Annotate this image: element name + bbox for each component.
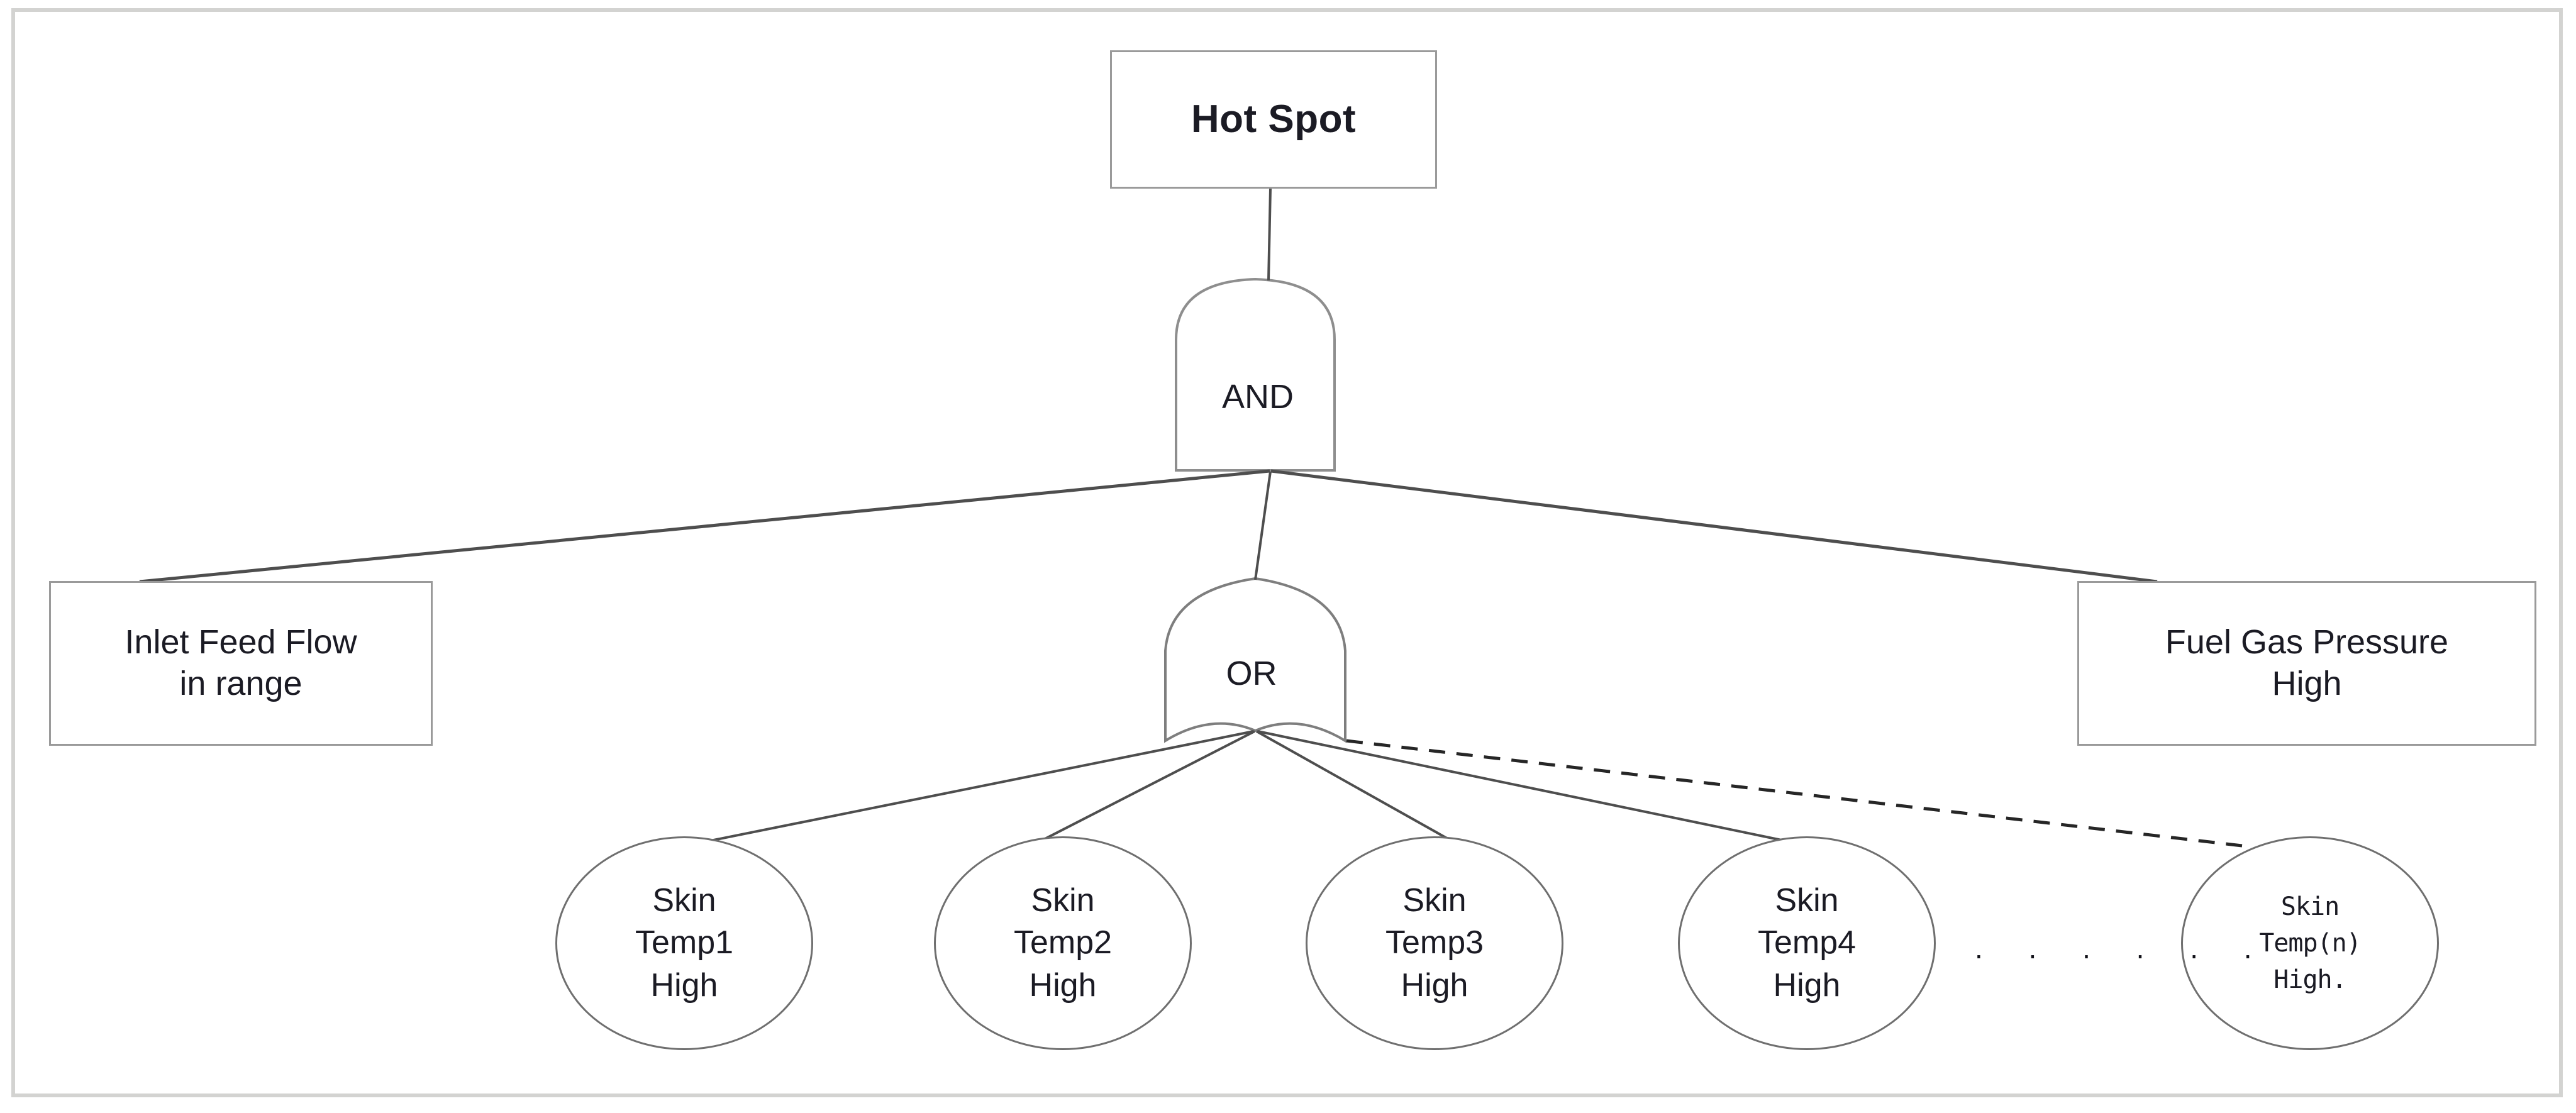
intermediate-event-inlet-feed-flow[interactable]: Inlet Feed Flow in range [49, 581, 433, 746]
edge-or-to-leaf-4 [1257, 730, 1831, 851]
edge-or-to-leaf-3 [1256, 730, 1461, 847]
top-event-node[interactable]: Hot Spot [1110, 50, 1437, 189]
basic-event-label: Skin Temp1 High [635, 882, 734, 1004]
edge-or-to-leaf-1 [663, 730, 1254, 851]
basic-event-skin-temp3[interactable]: Skin Temp3 High [1306, 836, 1563, 1050]
edge-and-to-or [1254, 471, 1272, 580]
basic-event-skin-temp1[interactable]: Skin Temp1 High [555, 836, 813, 1050]
intermediate-event-fuel-gas-pressure[interactable]: Fuel Gas Pressure High [2077, 581, 2536, 746]
edge-or-to-leaf-n-dashed [1346, 739, 2243, 848]
edge-or-to-leaf-2 [1031, 730, 1255, 847]
edge-topevent-to-and [1267, 188, 1272, 281]
basic-event-label: Skin Temp3 High [1385, 882, 1484, 1004]
top-event-label: Hot Spot [1191, 97, 1357, 141]
basic-event-label: Skin Temp(n) High. [2259, 892, 2362, 994]
basic-event-label: Skin Temp4 High [1757, 882, 1857, 1004]
or-gate-shape[interactable] [1164, 577, 1346, 743]
intermediate-event-label: Fuel Gas Pressure High [2165, 623, 2449, 702]
edge-and-to-right-event [1270, 469, 2158, 584]
basic-event-skin-temp4[interactable]: Skin Temp4 High [1678, 836, 1936, 1050]
intermediate-event-label: Inlet Feed Flow in range [125, 623, 357, 702]
and-gate-shape[interactable] [1175, 277, 1336, 472]
basic-event-skin-tempn[interactable]: Skin Temp(n) High. [2181, 836, 2439, 1050]
continuation-ellipsis: . . . . . . [1975, 932, 2271, 965]
basic-event-skin-temp2[interactable]: Skin Temp2 High [934, 836, 1192, 1050]
basic-event-label: Skin Temp2 High [1013, 882, 1113, 1004]
edge-and-to-left-event [139, 469, 1270, 584]
